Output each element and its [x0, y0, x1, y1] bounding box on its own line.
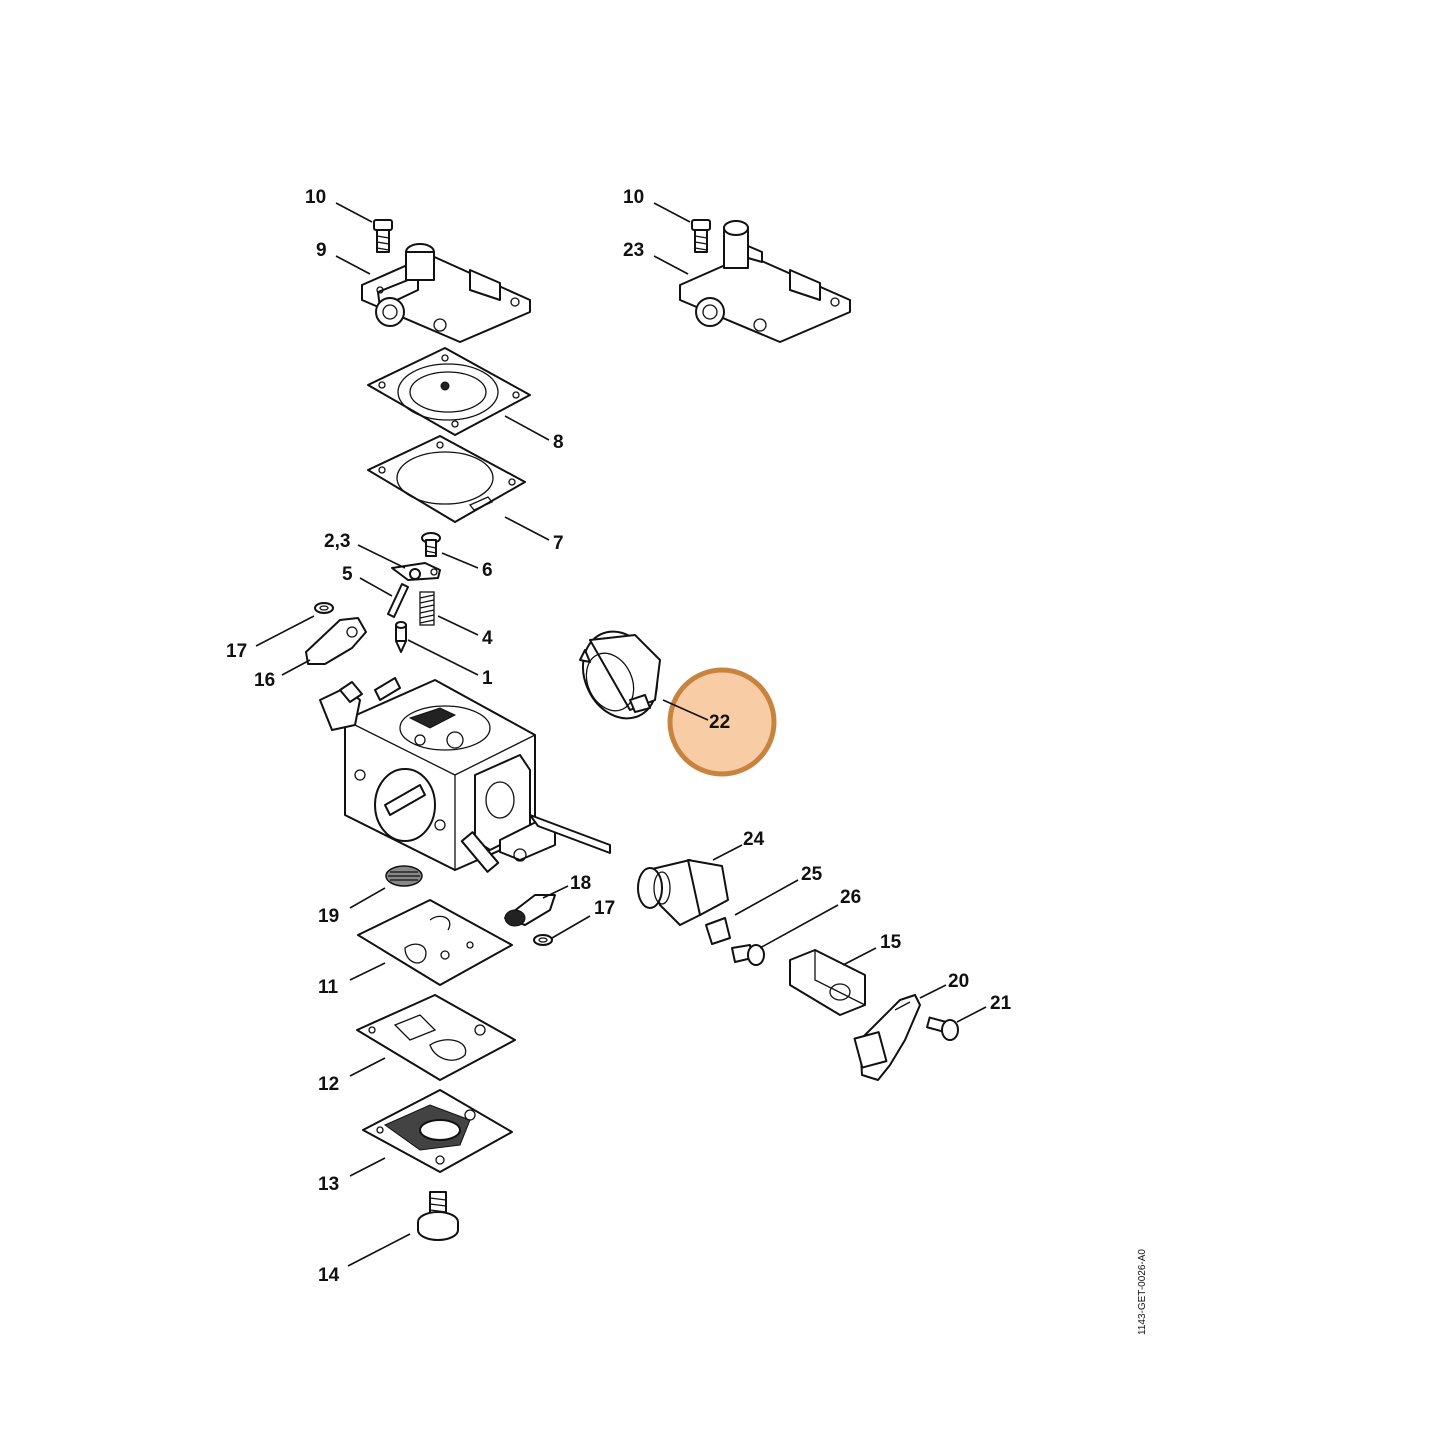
leader-lines	[255, 202, 987, 1267]
callout-labels: 10 9 10 23 8 7 2,3 6 5 4 17 16 1 22 24 2…	[226, 187, 1012, 1286]
part-1-needle[interactable]	[395, 621, 407, 653]
part-4-spring[interactable]	[419, 591, 435, 626]
callout-18[interactable]: 18	[570, 873, 591, 894]
callout-15[interactable]: 15	[880, 932, 902, 953]
part-15-sleeve[interactable]	[789, 949, 866, 1016]
callout-9[interactable]: 9	[316, 240, 327, 261]
callout-11[interactable]: 11	[318, 977, 339, 998]
part-17-clip-lower[interactable]	[533, 934, 553, 946]
part-11-gasket[interactable]	[357, 899, 513, 986]
part-8-diaphragm-gasket[interactable]	[367, 347, 531, 436]
callout-14[interactable]: 14	[318, 1265, 340, 1286]
callout-19[interactable]: 19	[318, 906, 339, 927]
carburetor-body[interactable]	[319, 677, 611, 873]
part-7-gasket[interactable]	[367, 435, 526, 523]
part-20-lever[interactable]	[853, 994, 921, 1081]
part-9-cover[interactable]	[361, 243, 531, 343]
callout-17-upper[interactable]: 17	[226, 641, 247, 662]
part-6-screw[interactable]	[421, 532, 441, 557]
part-26-screw[interactable]	[731, 944, 765, 966]
part-17-clip-upper[interactable]	[314, 602, 334, 614]
part-24-elbow[interactable]	[637, 859, 729, 926]
part-5-pin[interactable]	[387, 583, 409, 618]
callout-16[interactable]: 16	[254, 670, 275, 691]
callout-2-3[interactable]: 2,3	[324, 531, 350, 552]
part-18-lever[interactable]	[504, 894, 556, 927]
part-22-cap[interactable]	[569, 619, 670, 730]
callout-26[interactable]: 26	[840, 887, 861, 908]
callout-4[interactable]: 4	[482, 628, 493, 649]
part-10-screw-right[interactable]	[691, 219, 711, 253]
part-19-screen[interactable]	[385, 865, 423, 887]
part-21-screw[interactable]	[926, 1016, 959, 1041]
callout-25[interactable]: 25	[801, 864, 823, 885]
callout-1[interactable]: 1	[482, 668, 493, 689]
part-23-cover-fitting[interactable]	[679, 220, 851, 343]
callout-24[interactable]: 24	[743, 829, 765, 850]
callout-5[interactable]: 5	[342, 564, 353, 585]
highlight-circle-22[interactable]	[667, 667, 777, 777]
drawing-code: 1143-GET-0026-A0	[1137, 1249, 1148, 1335]
callout-7[interactable]: 7	[553, 533, 564, 554]
callout-23[interactable]: 23	[623, 240, 644, 261]
callout-20[interactable]: 20	[948, 971, 969, 992]
callout-13[interactable]: 13	[318, 1174, 339, 1195]
callout-10-right[interactable]: 10	[623, 187, 644, 208]
part-10-screw-left[interactable]	[373, 219, 393, 253]
part-16-lever[interactable]	[305, 617, 367, 665]
part-14-screw[interactable]	[417, 1191, 459, 1241]
callout-22[interactable]: 22	[709, 712, 730, 733]
callout-17-lower[interactable]: 17	[594, 898, 615, 919]
part-13-plate[interactable]	[362, 1089, 513, 1173]
callout-6[interactable]: 6	[482, 560, 493, 581]
callout-12[interactable]: 12	[318, 1074, 339, 1095]
callout-21[interactable]: 21	[990, 993, 1012, 1014]
part-25-clip[interactable]	[705, 917, 731, 945]
part-12-gasket[interactable]	[356, 994, 516, 1081]
callout-10-left[interactable]: 10	[305, 187, 326, 208]
callout-8[interactable]: 8	[553, 432, 564, 453]
